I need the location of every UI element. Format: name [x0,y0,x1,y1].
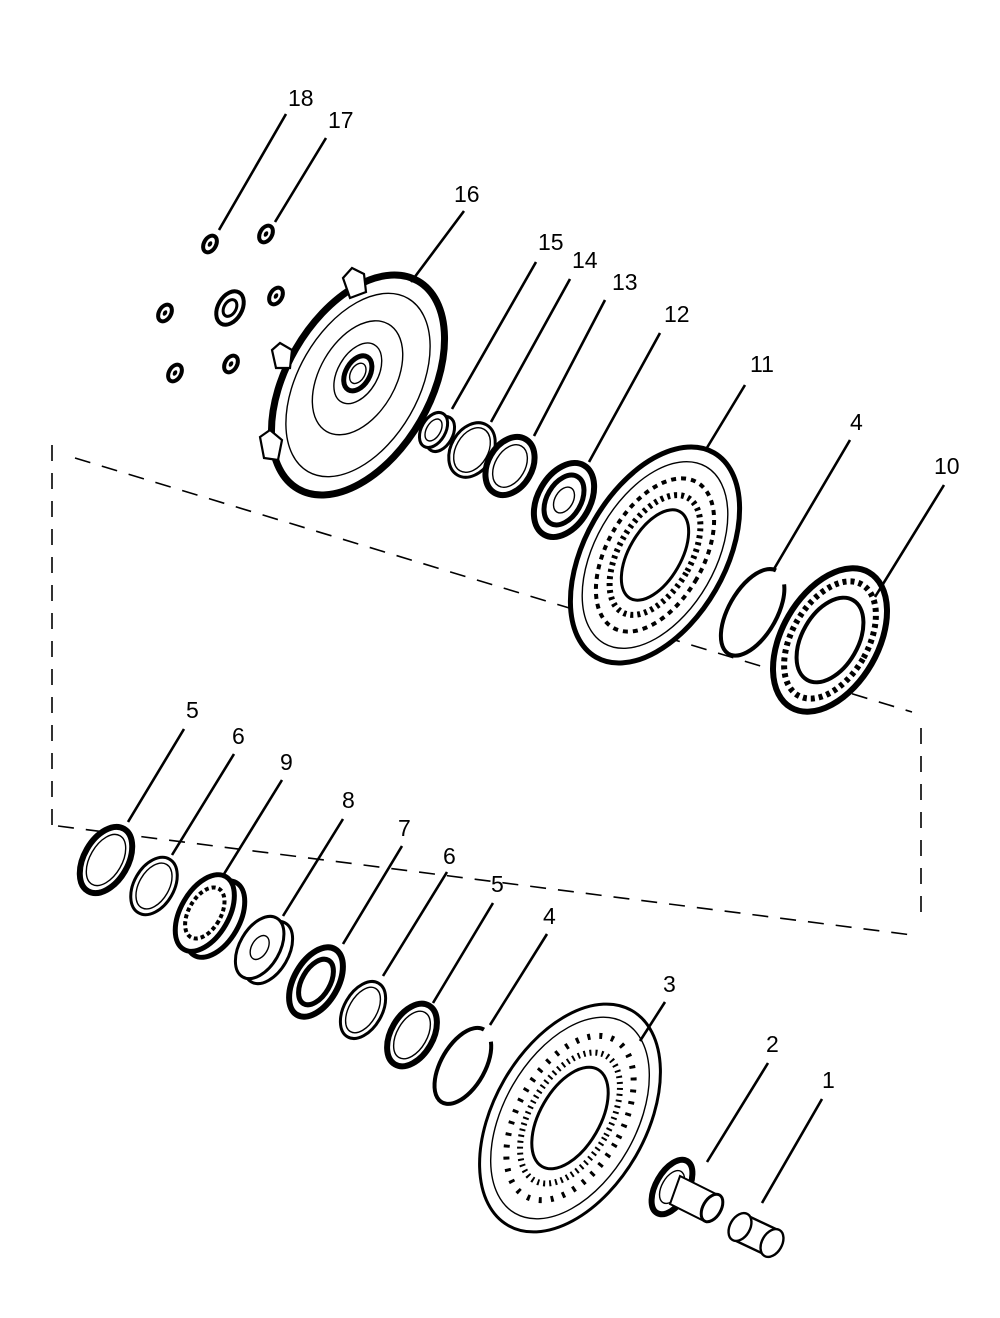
part-2-hub [648,1156,725,1224]
callout-1: 1 [822,1067,835,1093]
part-6-ring-right [338,980,388,1040]
leader-lines [126,113,946,1204]
part-6-ring-left [129,855,179,917]
part-5-ring-right [384,1000,440,1070]
part-15-bushing [417,410,457,454]
callout-17: 17 [328,107,354,133]
callout-16: 16 [454,181,480,207]
part-16-lugs [258,266,368,462]
part-9-race [172,872,248,960]
callout-5-left: 5 [186,697,199,723]
part-12-bearing [530,460,598,540]
callout-9: 9 [280,749,293,775]
part-16-cover [267,271,449,499]
callout-5-right: 5 [491,871,504,897]
part-3-pump [478,1002,662,1234]
callout-7: 7 [398,815,411,841]
callout-11: 11 [750,351,774,377]
callout-4-lower: 4 [543,903,556,929]
part-10-clutch [770,565,890,715]
part-4-snap-ring-lower [432,1025,494,1106]
callout-15: 15 [538,229,564,255]
callout-numbers: 18 17 16 15 14 13 12 11 4 10 5 6 9 8 7 6… [186,85,960,1093]
callout-6-right: 6 [443,843,456,869]
part-5-ring-left [76,823,136,897]
callout-6-left: 6 [232,723,245,749]
callout-18: 18 [288,85,314,111]
part-13-washer [482,433,538,499]
callout-4-upper: 4 [850,409,863,435]
part-11-turbine [567,444,743,666]
hardware-washers [156,223,285,384]
part-7-bearing [286,944,346,1020]
callout-14: 14 [572,247,598,273]
callout-10: 10 [934,453,960,479]
callout-12: 12 [664,301,690,327]
callout-3: 3 [663,971,676,997]
part-1-sleeve [727,1211,785,1259]
callout-13: 13 [612,269,638,295]
callout-2: 2 [766,1031,779,1057]
callout-8: 8 [342,787,355,813]
part-8-spacer [233,914,295,986]
part-4-snap-ring-upper [718,567,787,658]
